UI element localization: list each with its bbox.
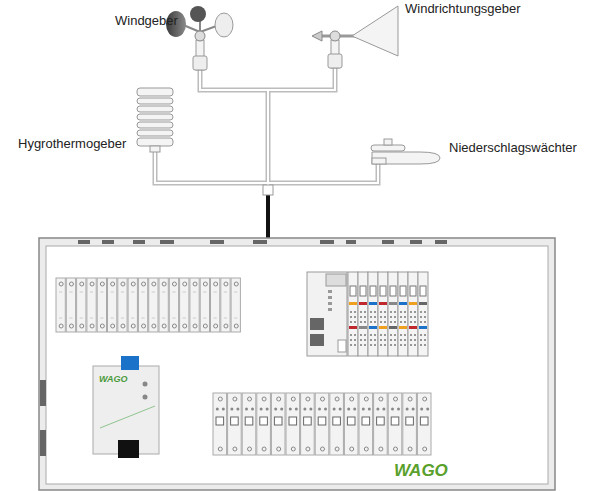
terminal-block-row — [56, 278, 240, 332]
sensor-label: Windgeber — [115, 14, 178, 29]
cable — [266, 192, 270, 240]
sensor-label: Hygrothermogeber — [18, 137, 126, 152]
mast-inner — [155, 66, 378, 192]
plc-controller — [307, 272, 347, 356]
wind-direction-sensor — [312, 6, 398, 68]
hygrothermo-sensor — [137, 88, 173, 152]
cable-gland — [263, 185, 273, 195]
brand-logo: WAGO — [99, 374, 128, 384]
io-modules — [348, 272, 428, 356]
power-module — [93, 356, 159, 458]
sensor-label: Niederschlagswächter — [449, 141, 577, 156]
breaker-row — [213, 393, 431, 455]
precipitation-sensor — [371, 139, 440, 164]
control-cabinet — [39, 238, 555, 490]
sensor-label: Windrichtungsgeber — [405, 2, 521, 17]
brand-logo: WAGO — [394, 461, 448, 481]
mast — [155, 66, 378, 192]
